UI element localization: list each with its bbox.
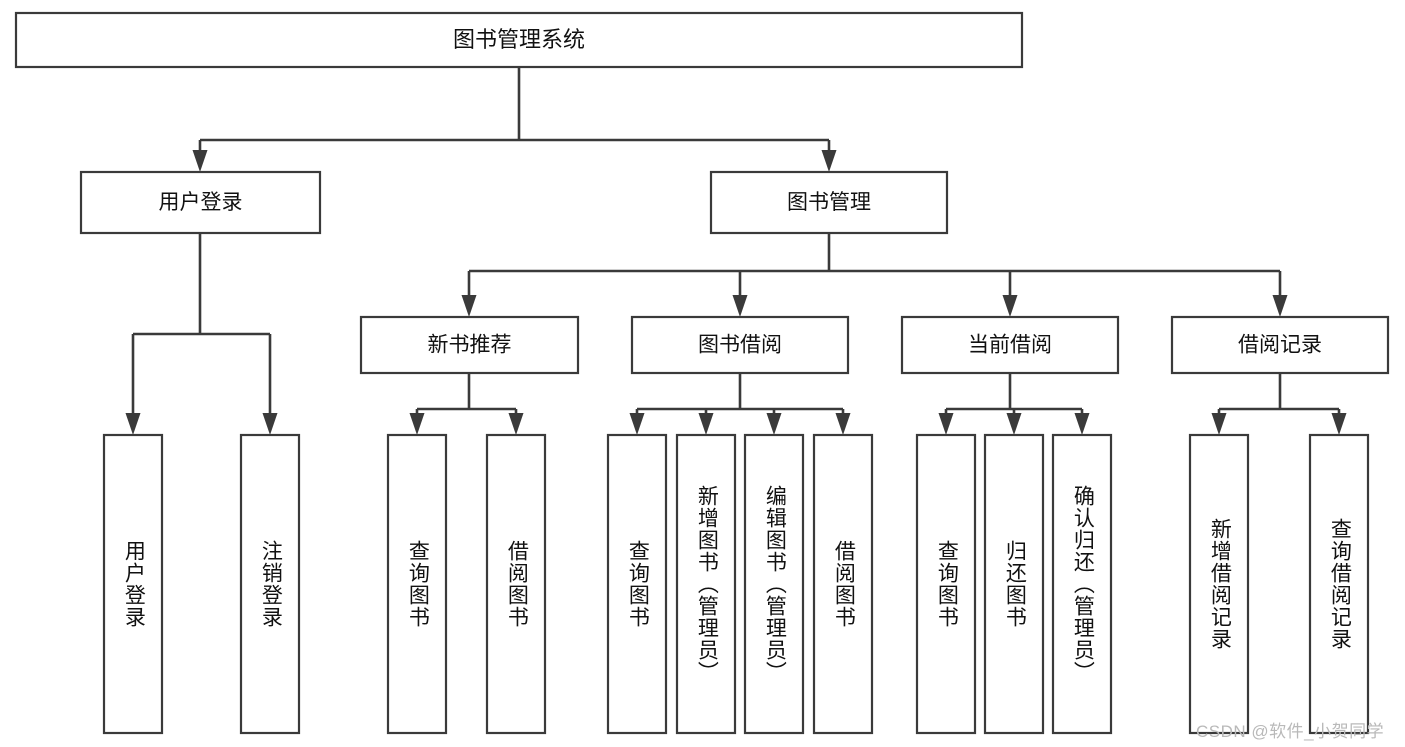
level1-node-用户登录-label: 用户登录 bbox=[159, 191, 243, 214]
leaf-node-注销登录-box[interactable] bbox=[239, 433, 301, 735]
level1-node-图书管理-label: 图书管理 bbox=[787, 191, 871, 214]
level2-node-借阅记录-box[interactable] bbox=[1170, 315, 1390, 375]
leaf-node-借阅图书-box[interactable] bbox=[812, 433, 874, 735]
connector-group-current-to-leaves bbox=[938, 373, 1090, 435]
connector-group-root-to-level1 bbox=[192, 67, 837, 172]
level1-node-用户登录-box[interactable] bbox=[79, 170, 322, 235]
level2-node-当前借阅-box[interactable] bbox=[900, 315, 1120, 375]
leaf-node-查询图书-box[interactable] bbox=[915, 433, 977, 735]
level2-node-图书借阅-label: 图书借阅 bbox=[698, 334, 782, 357]
connector-group-userlogin-to-leaves bbox=[125, 233, 278, 435]
leaf-node-编辑图书管理员-box[interactable] bbox=[743, 433, 805, 735]
csdn-watermark: CSDN @软件_小贺同学 bbox=[1196, 722, 1385, 741]
leaf-node-确认归还管理员-box[interactable] bbox=[1051, 433, 1113, 735]
root-node-图书管理系统-label: 图书管理系统 bbox=[453, 27, 585, 52]
leaf-node-查询借阅记录-box[interactable] bbox=[1308, 433, 1370, 735]
level2-node-借阅记录-label: 借阅记录 bbox=[1238, 334, 1322, 357]
connector-group-bookmgmt-to-level2 bbox=[461, 233, 1288, 317]
leaf-node-查询图书-box[interactable] bbox=[606, 433, 668, 735]
leaf-node-新增图书管理员-box[interactable] bbox=[675, 433, 737, 735]
node-boxes-layer bbox=[14, 11, 1390, 735]
leaf-node-新增借阅记录-box[interactable] bbox=[1188, 433, 1250, 735]
leaf-node-归还图书-box[interactable] bbox=[983, 433, 1045, 735]
level2-node-新书推荐-label: 新书推荐 bbox=[428, 334, 512, 357]
level1-node-图书管理-box[interactable] bbox=[709, 170, 949, 235]
level2-node-当前借阅-label: 当前借阅 bbox=[968, 334, 1052, 357]
connector-group-borrow-to-leaves bbox=[629, 373, 851, 435]
connector-group-newbook-to-leaves bbox=[409, 373, 524, 435]
level2-node-新书推荐-box[interactable] bbox=[359, 315, 580, 375]
root-node-图书管理系统-box[interactable] bbox=[14, 11, 1024, 69]
connector-group-record-to-leaves bbox=[1211, 373, 1347, 435]
leaf-node-用户登录-box[interactable] bbox=[102, 433, 164, 735]
leaf-node-借阅图书-box[interactable] bbox=[485, 433, 547, 735]
leaf-node-查询图书-box[interactable] bbox=[386, 433, 448, 735]
level2-node-图书借阅-box[interactable] bbox=[630, 315, 850, 375]
connectors-layer bbox=[125, 67, 1347, 435]
